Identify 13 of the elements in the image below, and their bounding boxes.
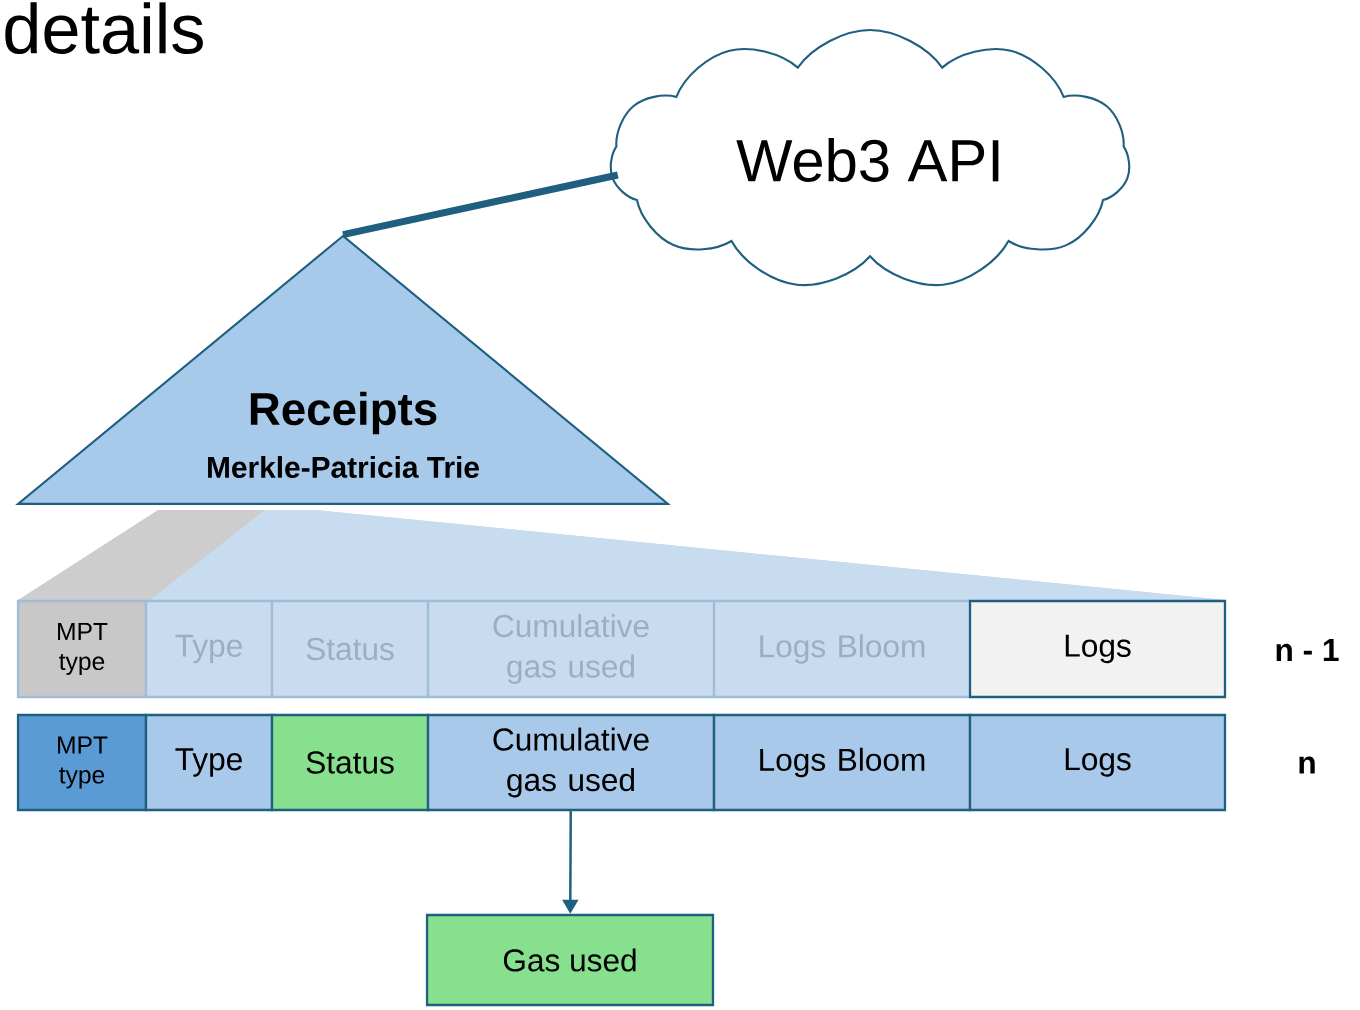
field-cell: Status: [270, 713, 430, 812]
field-cell: Cumulative gas used: [426, 713, 716, 812]
title: details: [5, 2, 203, 54]
row-label: n: [1299, 756, 1315, 774]
field-cell: MPT type: [16, 599, 148, 699]
connector-line: [342, 171, 619, 239]
field-cell: Logs Bloom: [712, 713, 972, 812]
field-cell: MPT type: [16, 713, 148, 812]
field-cell: Logs: [968, 713, 1227, 812]
row-label: n - 1: [1276, 639, 1339, 661]
result-box: Gas used: [425, 913, 715, 1007]
field-cell: Logs: [968, 599, 1227, 699]
field-cell: Type: [144, 713, 274, 812]
